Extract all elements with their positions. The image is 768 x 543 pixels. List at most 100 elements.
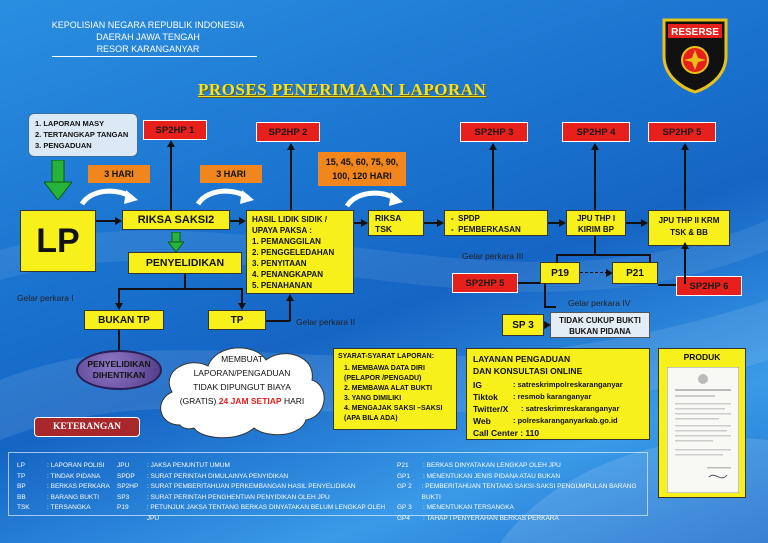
- legend-col-1: LP: LAPORAN POLISI TP: TINDAK PIDANA BP:…: [17, 461, 117, 514]
- arrow-down: [114, 303, 123, 310]
- legend-row: P21: BERKAS DINYATAKAN LENGKAP OLEH JPU: [397, 462, 561, 469]
- connector: [354, 222, 361, 224]
- connector: [548, 222, 559, 224]
- arrow-right: [544, 321, 551, 329]
- connector: [544, 284, 546, 306]
- curved-arrow: [345, 190, 403, 208]
- riksa-tsk-box: RIKSA TSK: [368, 210, 424, 236]
- connector: [556, 254, 558, 262]
- layanan-row-ig: IG: satreskrimpolreskaranganyar: [473, 380, 623, 390]
- days-box-b: 3 HARI: [200, 165, 262, 183]
- connector: [230, 220, 239, 222]
- header-line2: DAERAH JAWA TENGAH: [96, 32, 200, 42]
- connector: [684, 246, 686, 284]
- spdp-item-2: - PEMBERKASAN: [451, 225, 521, 234]
- cloud-shape: [160, 347, 325, 439]
- layanan-title1: LAYANAN PENGADUAN: [473, 354, 571, 364]
- curved-arrow: [196, 188, 254, 206]
- arrow-right: [115, 216, 122, 225]
- arrow-right: [606, 268, 613, 277]
- riksa-saksi-box: RIKSA SAKSI2: [122, 210, 230, 230]
- connector: [424, 222, 437, 224]
- connector: [594, 236, 596, 254]
- layanan-title2: DAN KONSULTASI ONLINE: [473, 366, 583, 376]
- dashed-connector: [580, 272, 608, 273]
- connector: [118, 288, 120, 304]
- tp-box: TP: [208, 310, 266, 330]
- layanan-row-twitter: Twitter/X: satreskrimreskaranganyar: [473, 404, 620, 414]
- legend-row: P19: PETUNJUK JAKSA TENTANG BERKAS DINYA…: [117, 504, 386, 522]
- page-title: PROSES PENERIMAAN LAPORAN: [198, 80, 487, 99]
- layanan-row-web: Web: polreskaranganyarkab.go.id: [473, 416, 618, 426]
- arrow-up: [166, 140, 175, 147]
- connector: [290, 148, 292, 210]
- cloud-text: MEMBUAT LAPORAN/PENGADUAN TIDAK DIPUNGUT…: [172, 352, 312, 408]
- legend-row: GP 3: MENENTUKAN TERSANGKA: [397, 504, 514, 511]
- syarat-item-1: 1. MEMBAWA DATA DIRI (PELAPOR /PENGADU): [344, 365, 425, 382]
- sp2hp-2: SP2HP 2: [256, 122, 320, 142]
- logo-text: RESERSE: [671, 27, 719, 38]
- legend-row: SP3: SURAT PERINTAH PENGHENTIAN PENYIDIK…: [117, 493, 330, 501]
- report-sources-box: 1. LAPORAN MASY 2. TERTANGKAP TANGAN 3. …: [28, 113, 138, 157]
- gelar-perkara-3: Gelar perkara III: [462, 251, 524, 261]
- connector: [684, 148, 686, 210]
- reserse-logo: RESERSE: [662, 18, 728, 94]
- layanan-row-tiktok: Tiktok: resmob karanganyar: [473, 392, 592, 402]
- cloud-line1: MEMBUAT: [221, 354, 263, 364]
- source-3: 3. PENGADUAN: [35, 141, 92, 150]
- green-down-arrow-small: [168, 232, 184, 252]
- syarat-item-4: 4. MENGAJAK SAKSI –SAKSI (APA BILA ADA): [344, 405, 443, 422]
- spdp-item-1: - SPDP: [451, 214, 480, 223]
- arrow-up: [286, 143, 295, 150]
- syarat-item-2: 2. MEMBAWA ALAT BUKTI: [344, 385, 433, 392]
- connector: [594, 148, 596, 210]
- legend-row: GP 2: PEMBERITAHUAN TENTANG SAKSI-SAKSI …: [397, 483, 637, 501]
- sp2hp-5: SP2HP 5: [648, 122, 716, 142]
- connector: [556, 254, 650, 256]
- lp-box: LP: [20, 210, 96, 272]
- connector: [184, 274, 186, 288]
- legend-row: SP2HP: SURAT PEMBERITAHUAN PERKEMBANGAN …: [117, 483, 356, 490]
- cloud-line4: (GRATIS) 24 JAM SETIAP HARI: [179, 396, 305, 406]
- penyelidikan-box: PENYELIDIKAN: [128, 252, 242, 274]
- legend-row: TP: TINDAK PIDANA: [17, 472, 101, 480]
- arrow-right: [437, 218, 444, 227]
- legend-row: GP4: TAHAP I PENYERAHAN BERKAS PERKARA: [397, 514, 559, 522]
- jpu-thp2-box: JPU THP II KRM TSK & BB: [648, 210, 730, 246]
- connector: [170, 145, 172, 210]
- legend-row: JPU: JAKSA PENUNTUT UMUM: [117, 462, 230, 469]
- connector: [544, 306, 556, 308]
- hasil-item-3: 3. PENYITAAN: [252, 259, 307, 268]
- layanan-call-center: Call Center : 110: [473, 428, 540, 438]
- keterangan-button[interactable]: KETERANGAN: [34, 417, 140, 437]
- arrow-right: [361, 218, 368, 227]
- bukan-tp-box: BUKAN TP: [84, 310, 164, 330]
- connector: [118, 288, 242, 290]
- arrow-right: [239, 216, 246, 225]
- connector: [518, 282, 540, 284]
- arrow-up: [590, 143, 599, 150]
- sp2hp-3: SP2HP 3: [460, 122, 528, 142]
- hasil-item-4: 4. PENANGKAPAN: [252, 270, 323, 279]
- hasil-item-5: 5. PENAHANAN: [252, 281, 313, 290]
- arrow-right: [641, 218, 648, 227]
- arrow-up: [488, 143, 497, 150]
- connector: [289, 300, 291, 321]
- sp2hp-1: SP2HP 1: [143, 120, 207, 140]
- arrow-right: [559, 218, 566, 227]
- legend-col-3: P21: BERKAS DINYATAKAN LENGKAP OLEH JPU …: [397, 461, 645, 524]
- header-line1: KEPOLISIAN NEGARA REPUBLIK INDONESIA: [51, 20, 245, 30]
- gelar-perkara-2: Gelar perkara II: [296, 317, 356, 327]
- legend-col-2: JPU: JAKSA PENUNTUT UMUM SPDP: SURAT PER…: [117, 461, 397, 524]
- hasil-item-1: 1. PEMANGGILAN: [252, 237, 321, 246]
- header-org: KEPOLISIAN NEGARA REPUBLIK INDONESIA DAE…: [38, 19, 258, 55]
- days-box-c: 15, 45, 60, 75, 90, 100, 120 HARI: [318, 152, 406, 186]
- legend-row: BB: BARANG BUKTI: [17, 493, 100, 501]
- cloud-line2: LAPORAN/PENGADUAN: [193, 368, 291, 378]
- produk-box: PRODUK: [658, 348, 746, 498]
- curved-arrow: [80, 188, 138, 206]
- gelar-perkara-4: Gelar perkara IV: [568, 298, 631, 308]
- green-down-arrow: [44, 160, 72, 200]
- connector: [658, 284, 676, 286]
